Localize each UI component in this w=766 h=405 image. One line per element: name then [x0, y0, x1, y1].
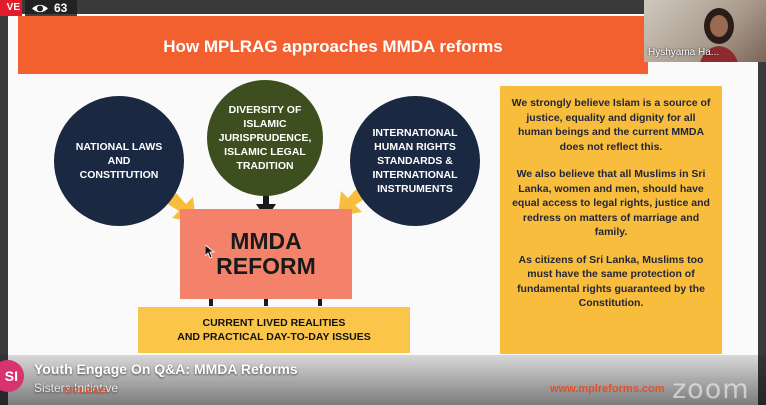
slide-title: How MPLRAG approaches MMDA reforms	[163, 37, 503, 56]
live-badge: VE	[0, 0, 22, 16]
belief-paragraph-3: As citizens of Sri Lanka, Muslims too mu…	[517, 253, 705, 310]
viewer-count: 63	[54, 1, 68, 15]
lived-realities-box: CURRENT LIVED REALITIES AND PRACTICAL DA…	[138, 307, 410, 353]
beliefs-text-panel: We strongly believe Islam is a source of…	[500, 86, 722, 354]
arrow-middle-stem	[263, 194, 269, 208]
presentation-slide: How MPLRAG approaches MMDA reforms NATI	[8, 14, 758, 405]
zoom-watermark: zoom	[672, 374, 750, 405]
belief-paragraph-2: We also believe that all Muslims in Sri …	[512, 168, 710, 238]
slide-url: www.mplreforms.com	[550, 383, 665, 395]
eye-icon	[32, 4, 48, 12]
stream-title[interactable]: Youth Engage On Q&A: MMDA Reforms	[34, 361, 298, 377]
channel-name[interactable]: Sisters Initiative	[34, 381, 119, 395]
slide-brand: MPLRAG	[64, 386, 108, 397]
participant-name: Hyshyama Ha...	[648, 47, 720, 58]
viewer-count-badge: 63	[25, 0, 77, 16]
circle-islamic-jurisprudence: DIVERSITY OF ISLAMIC JURISPRUDENCE, ISLA…	[207, 80, 323, 196]
circle-international-standards: INTERNATIONAL HUMAN RIGHTS STANDARDS & I…	[350, 96, 480, 226]
participant-webcam[interactable]: Hyshyama Ha...	[644, 0, 766, 62]
slide-header: How MPLRAG approaches MMDA reforms	[18, 16, 648, 74]
participant-video-icon	[700, 8, 738, 62]
mouse-pointer-icon	[205, 245, 215, 259]
mmda-reform-box: MMDA REFORM	[180, 209, 352, 299]
stream-info-bar	[0, 355, 766, 405]
belief-paragraph-1: We strongly believe Islam is a source of…	[511, 97, 711, 153]
circle-national-laws: NATIONAL LAWS AND CONSTITUTION	[54, 96, 184, 226]
